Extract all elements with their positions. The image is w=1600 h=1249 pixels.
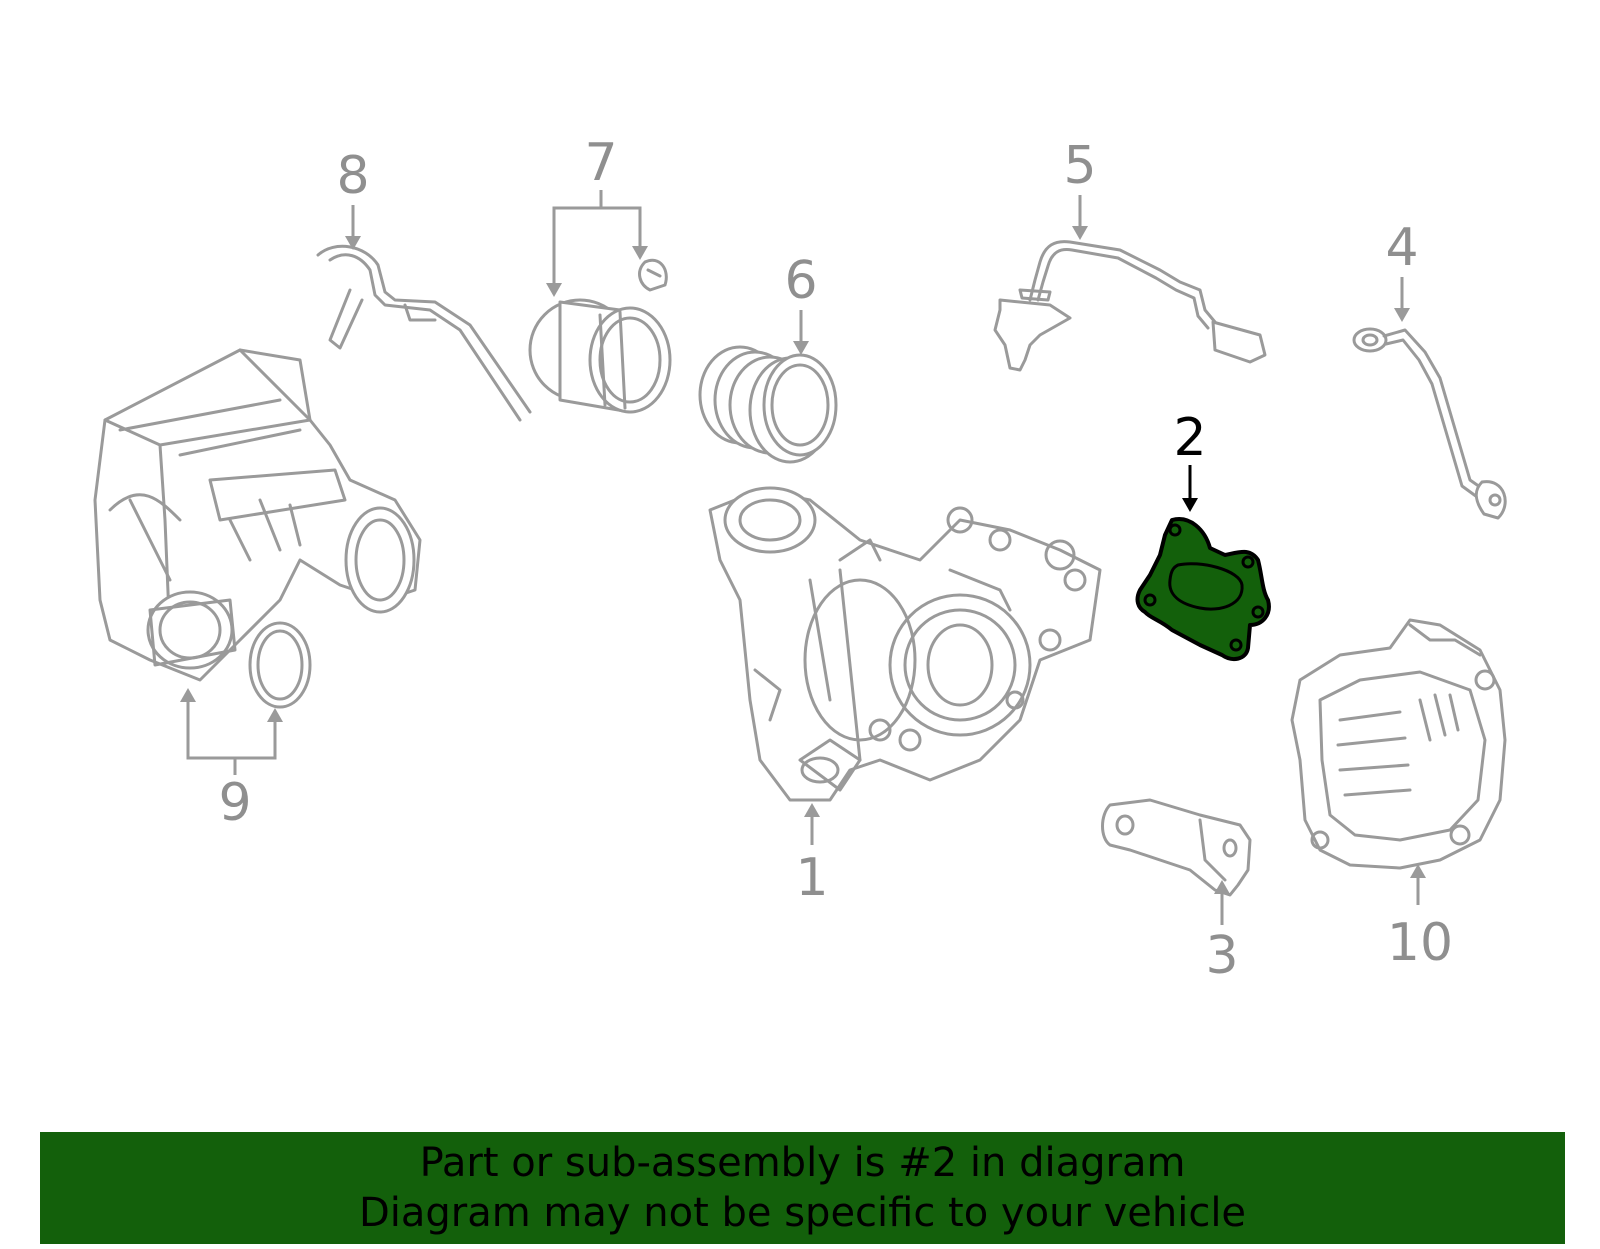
- part-6-bellows-hose[interactable]: [698, 345, 838, 464]
- callout-9: 9: [180, 688, 283, 833]
- callout-label-1: 1: [795, 848, 828, 908]
- callout-1: 1: [795, 803, 829, 908]
- callout-6: 6: [784, 251, 818, 355]
- part-7-duct-clamp[interactable]: [528, 258, 672, 414]
- callout-10: 10: [1387, 864, 1453, 973]
- info-banner: Part or sub-assembly is #2 in diagram Di…: [40, 1132, 1565, 1244]
- callout-label-6: 6: [784, 251, 817, 311]
- callout-7: 7: [546, 133, 648, 297]
- part-4-oil-feed-line[interactable]: [1352, 327, 1507, 520]
- callout-4: 4: [1385, 218, 1419, 322]
- part-1-turbocharger[interactable]: [708, 486, 1102, 802]
- callout-5: 5: [1063, 136, 1097, 240]
- gasket-highlight: [1135, 517, 1271, 662]
- callout-2: 2: [1173, 408, 1207, 512]
- callout-label-7: 7: [584, 133, 617, 193]
- callout-label-3: 3: [1205, 926, 1238, 986]
- callout-label-8: 8: [336, 146, 369, 206]
- part-2-gasket[interactable]: [1135, 517, 1271, 662]
- callout-3: 3: [1205, 880, 1239, 986]
- part-9-air-cleaner[interactable]: [93, 348, 422, 709]
- part-8-breather-tube[interactable]: [316, 244, 532, 422]
- part-5-oxygen-sensor[interactable]: [993, 240, 1267, 372]
- part-3-bracket[interactable]: [1101, 798, 1252, 897]
- callout-label-2: 2: [1173, 408, 1206, 468]
- banner-line-2: Diagram may not be specific to your vehi…: [358, 1190, 1247, 1236]
- banner-line-1: Part or sub-assembly is #2 in diagram: [419, 1140, 1186, 1186]
- gasket-port: [1168, 562, 1244, 611]
- callout-label-10: 10: [1387, 913, 1453, 973]
- callout-8: 8: [336, 146, 370, 250]
- part-10-heat-shield[interactable]: [1290, 618, 1507, 870]
- callout-label-4: 4: [1385, 218, 1418, 278]
- callout-label-9: 9: [218, 773, 251, 833]
- callout-label-5: 5: [1063, 136, 1096, 196]
